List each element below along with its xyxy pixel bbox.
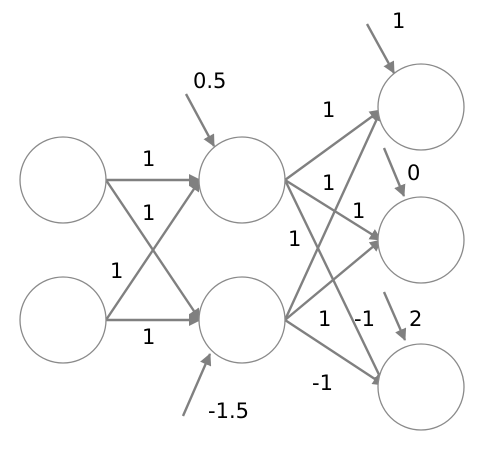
bias-arrow-hidden-1 (184, 93, 216, 147)
edge-h2-o1 (283, 109, 383, 321)
weight-label-in1-h2: 1 (142, 201, 155, 225)
edge-h1-o3 (283, 179, 386, 386)
bias-label-hidden-2: -1.5 (208, 399, 249, 423)
edge-h2-o2 (284, 239, 382, 321)
bias-label-output-2: 0 (407, 161, 420, 185)
hidden-node-2 (198, 276, 286, 364)
weight-label-h2-o3: -1 (354, 307, 375, 331)
bias-arrow-output-3 (382, 291, 407, 341)
bias-arrow-output-2 (382, 147, 406, 197)
bias-label-output-1: 1 (392, 9, 405, 33)
weight-label-h1-o2: 1 (322, 171, 335, 195)
weight-label-h1-o3: 1 (288, 227, 301, 251)
edge-h1-o1 (284, 109, 382, 181)
output-node-2 (377, 196, 465, 284)
output-node-1 (377, 63, 465, 151)
bias-label-hidden-1: 0.5 (193, 69, 226, 93)
weight-label-in2-h1: 1 (110, 259, 123, 283)
input-node-2 (19, 276, 107, 364)
weight-label-h2-o1: 1 (352, 199, 365, 223)
bias-arrow-output-1 (365, 23, 396, 74)
bias-arrow-hidden-2 (181, 353, 212, 417)
edge-h1-o2 (284, 178, 382, 242)
edge-h2-o3 (284, 318, 385, 387)
bias-label-output-3: 2 (409, 307, 422, 331)
output-node-3 (377, 343, 465, 431)
weight-label-in2-h2: 1 (142, 325, 155, 349)
weight-label-h2-o2: 1 (318, 307, 331, 331)
weight-label-h1-o1: 1 (322, 98, 335, 122)
input-node-1 (19, 136, 107, 224)
hidden-node-1 (198, 136, 286, 224)
edge-in2-h1 (105, 179, 201, 321)
weight-label-h2-o3-lower: -1 (312, 371, 333, 395)
weight-label-in1-h1: 1 (142, 147, 155, 171)
